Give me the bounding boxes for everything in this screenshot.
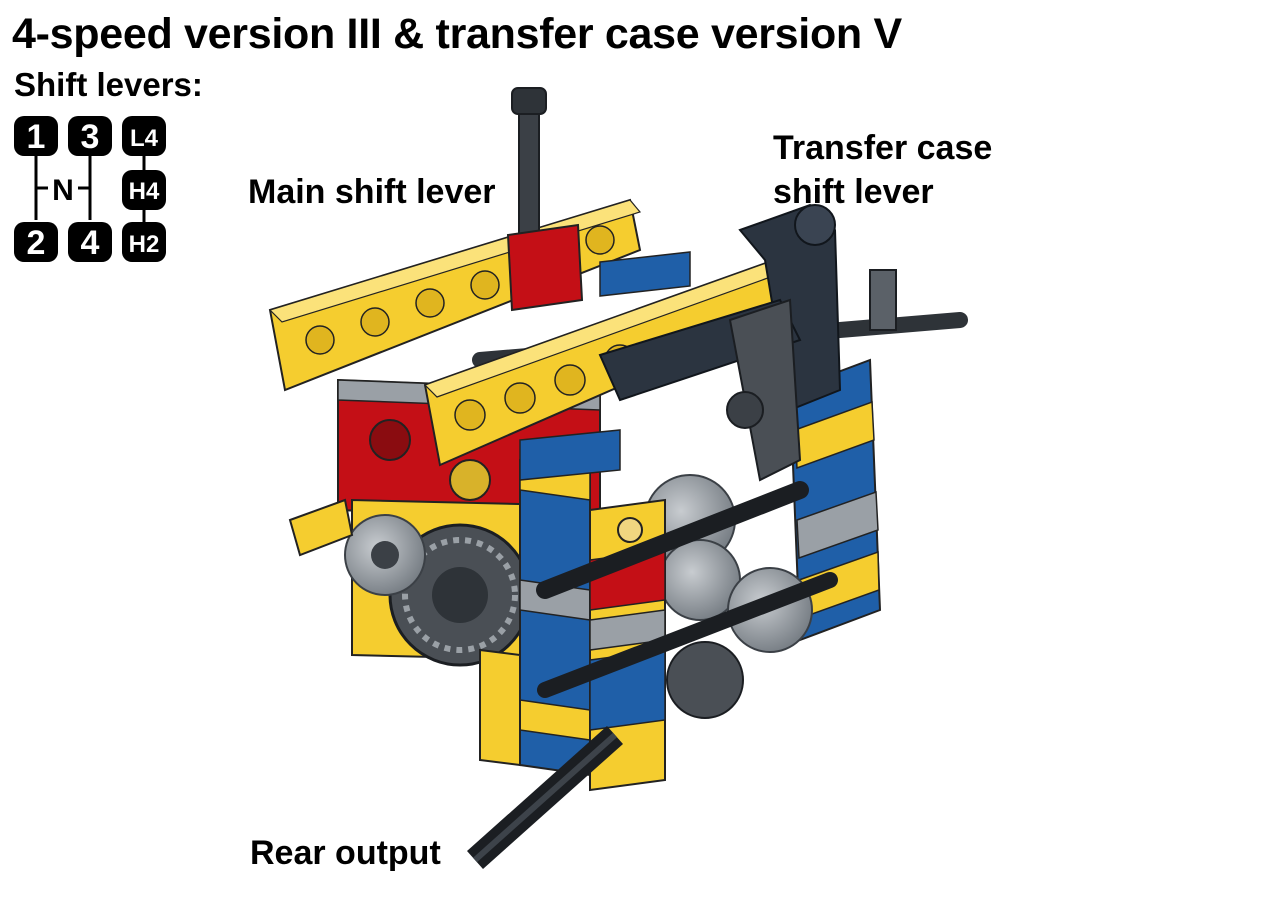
svg-text:2: 2 xyxy=(27,224,46,262)
gear-1-key: 1 xyxy=(14,116,58,156)
gear-4-key: 4 xyxy=(68,222,112,262)
gear-3-key: 3 xyxy=(68,116,112,156)
svg-text:3: 3 xyxy=(81,118,100,156)
shift-pattern-diagram: 1 3 N 2 4 L4 H4 H2 xyxy=(14,116,166,262)
main-shift-lever xyxy=(506,87,584,312)
svg-text:1: 1 xyxy=(27,118,46,156)
transfer-case-shift-lever-label-line2: shift lever xyxy=(773,173,934,211)
shift-levers-heading: Shift levers: xyxy=(14,66,203,103)
svg-text:H2: H2 xyxy=(129,231,160,258)
gear-2-key: 2 xyxy=(14,222,58,262)
transfer-case-lever xyxy=(598,203,897,482)
small-gear-left xyxy=(344,514,426,596)
transfer-case-shift-lever-label-line1: Transfer case xyxy=(773,129,993,167)
rear-output-label: Rear output xyxy=(250,834,441,872)
transfer-l4-key: L4 xyxy=(122,116,166,156)
main-shift-lever-label: Main shift lever xyxy=(248,173,496,211)
rear-output-axle xyxy=(467,726,623,869)
blue-plates xyxy=(519,251,691,481)
right-frame xyxy=(788,358,882,642)
svg-text:H4: H4 xyxy=(129,178,160,205)
transfer-h4-key: H4 xyxy=(122,170,166,210)
svg-text:4: 4 xyxy=(81,224,100,262)
neutral-label: N xyxy=(52,174,74,207)
page-title: 4-speed version III & transfer case vers… xyxy=(12,10,902,58)
svg-text:L4: L4 xyxy=(130,125,159,152)
left-yellow-plate xyxy=(288,498,354,557)
gearbox-model-illustration xyxy=(268,87,968,869)
transfer-h2-key: H2 xyxy=(122,222,166,262)
